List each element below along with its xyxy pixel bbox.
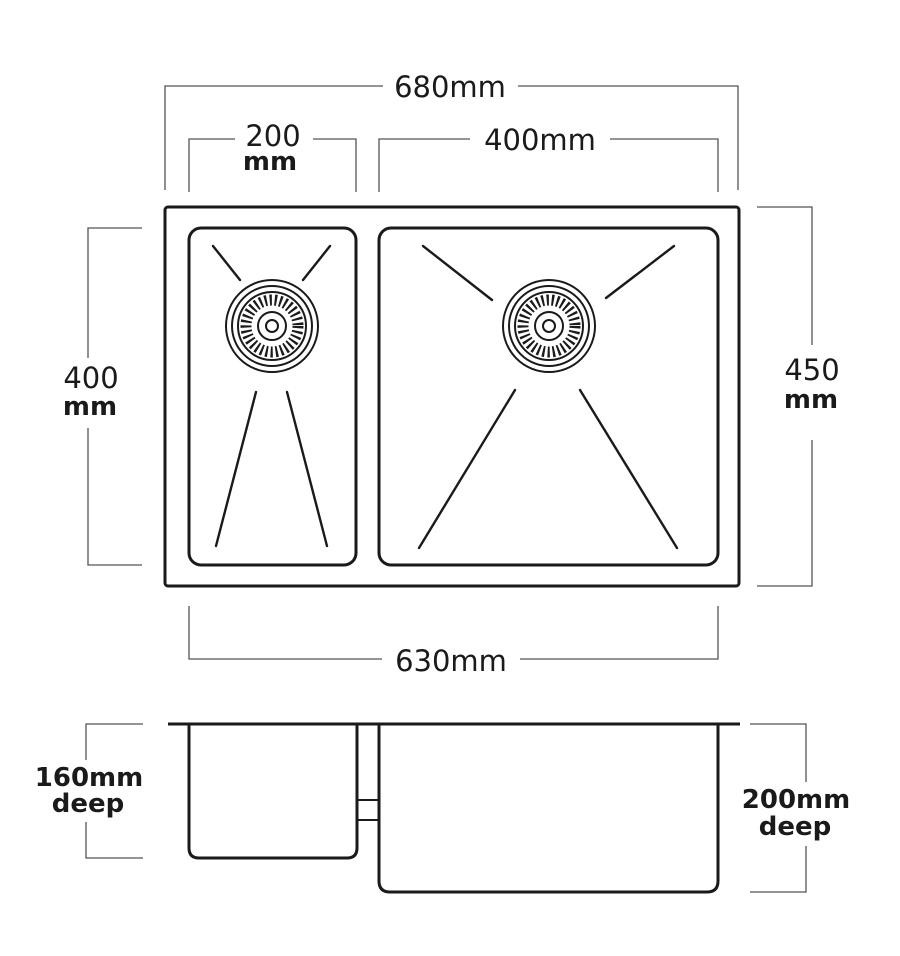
label-overall-depth-unit: mm (784, 385, 838, 415)
label-overall-depth: 450 (784, 353, 839, 387)
small-bowl-groove (214, 390, 258, 548)
large-bowl-groove (578, 388, 679, 550)
label-small-bowl-depth: 160mm (35, 763, 143, 793)
small-bowl-groove (285, 390, 329, 548)
dim-line-small-bowl-width-right (313, 138, 357, 192)
dim-line-overall-depth (757, 206, 813, 345)
label-small-bowl-width: 200 (245, 119, 300, 153)
side-view-large-bowl (377, 724, 720, 894)
label-overall-width-top: 680mm (394, 70, 506, 104)
dim-line-large-bowl-width-right (610, 138, 719, 192)
sink-top-view (163, 205, 741, 588)
small-bowl (187, 226, 358, 567)
dimension-labels: 680mm 200 mm 400mm 400 mm 450 mm 630mm 1… (35, 70, 850, 842)
sink-side-view (168, 722, 740, 894)
label-bowl-length: 400 (63, 361, 118, 395)
dim-line-overall-width-bottom (188, 606, 382, 660)
dim-line-overall-width-top-right (518, 85, 739, 190)
side-view-small-bowl (187, 724, 359, 860)
label-overall-width-bottom: 630mm (395, 644, 507, 678)
dim-line-bowl-length-bottom (87, 428, 142, 566)
dim-line-small-bowl-depth-bottom (85, 822, 143, 859)
dim-line-large-bowl-depth (750, 723, 807, 782)
small-bowl-drain-icon (225, 279, 319, 373)
small-bowl-groove (211, 244, 242, 282)
label-large-bowl-depth-unit: deep (759, 812, 832, 842)
large-bowl-drain-icon (502, 279, 596, 373)
dim-line-overall-depth-bottom (757, 440, 813, 587)
large-bowl-groove (417, 388, 517, 550)
large-bowl (377, 226, 720, 567)
sink-outer-rim (163, 205, 741, 588)
label-small-bowl-width-unit: mm (243, 147, 297, 177)
dim-line-bowl-length (87, 227, 142, 358)
label-large-bowl-width: 400mm (484, 123, 596, 157)
dim-line-overall-width-top (164, 85, 383, 190)
dim-line-large-bowl-depth-bottom (750, 846, 807, 893)
dim-line-large-bowl-width (378, 138, 470, 192)
dim-line-overall-width-bottom-right (520, 606, 719, 660)
small-bowl-groove (301, 244, 332, 282)
large-bowl-groove (604, 244, 676, 300)
large-bowl-groove (421, 244, 494, 302)
label-small-bowl-depth-unit: deep (52, 789, 125, 819)
label-large-bowl-depth: 200mm (742, 785, 850, 815)
dim-line-small-bowl-depth (85, 723, 143, 760)
dim-line-small-bowl-width (188, 138, 235, 192)
label-bowl-length-unit: mm (63, 392, 117, 422)
small-bowl-outline (187, 226, 358, 567)
large-bowl-outline (377, 226, 720, 567)
dimension-lines (85, 85, 813, 893)
side-view-connector (356, 799, 380, 821)
